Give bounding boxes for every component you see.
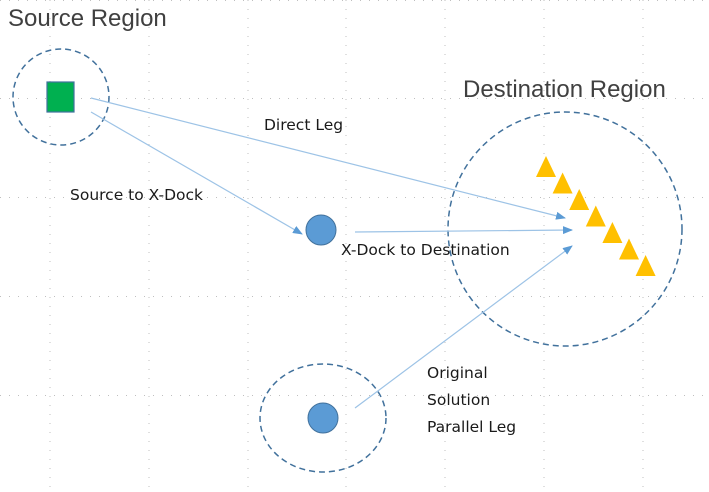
destination-node xyxy=(619,238,639,260)
destination-nodes xyxy=(536,156,656,276)
source-to-xdock-label: Source to X-Dock xyxy=(70,186,204,204)
parallel-leg-label-line-3: Parallel Leg xyxy=(427,418,517,436)
destination-node xyxy=(602,222,623,243)
xdock-to-destination-label: X-Dock to Destination xyxy=(341,241,510,259)
parallel-leg-label-line-2: Solution xyxy=(427,391,491,409)
direct-leg-arrow xyxy=(90,97,566,220)
parallel-leg-label-line-1: Original xyxy=(427,364,488,382)
parallel-origin-region-boundary xyxy=(259,363,387,473)
destination-region-boundary xyxy=(447,111,683,347)
source-to-xdock-arrow xyxy=(90,111,303,235)
source-node xyxy=(46,81,75,113)
parallel-leg-label: Original Solution Parallel Leg xyxy=(427,360,516,441)
destination-node xyxy=(635,255,656,276)
destination-region-title: Destination Region xyxy=(463,76,666,103)
destination-node xyxy=(552,172,573,194)
source-region-title: Source Region xyxy=(8,5,167,32)
destination-node xyxy=(536,156,556,177)
direct-leg-label: Direct Leg xyxy=(264,116,344,134)
parallel-origin-node xyxy=(307,402,339,434)
parallel-leg-arrow xyxy=(354,245,573,409)
destination-node xyxy=(569,189,590,210)
source-region-boundary xyxy=(12,48,110,146)
xdock-node xyxy=(305,214,337,246)
destination-node xyxy=(585,205,606,227)
xdock-to-destination-arrow xyxy=(354,226,573,235)
